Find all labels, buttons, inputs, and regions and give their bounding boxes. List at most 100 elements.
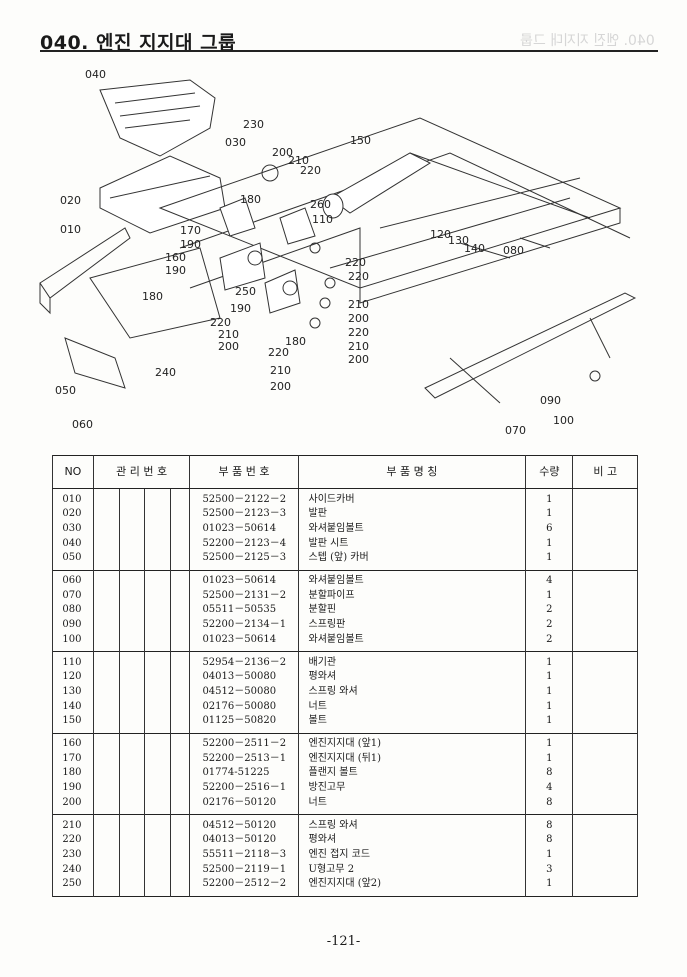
cell-part-name: 배기관 [297, 655, 527, 671]
cell-part-number: 52200－2123－4 [189, 536, 299, 552]
title-rule [40, 50, 658, 52]
cell-mgmt [92, 670, 120, 685]
cell-mgmt [144, 588, 172, 604]
parts-list-table: NO 관 리 번 호 부 품 번 호 부 품 명 칭 수량 비 고 010 525… [52, 455, 638, 897]
cell-part-name: 엔진 접지 코드 [297, 847, 527, 863]
cell-no: 140 [52, 699, 94, 715]
svg-text:160: 160 [165, 251, 186, 264]
cell-mgmt [92, 492, 120, 508]
svg-text:210: 210 [348, 298, 369, 311]
cell-part-number: 01774-51225 [189, 766, 299, 782]
header-remarks: 비 고 [572, 455, 638, 489]
svg-text:060: 060 [72, 418, 93, 431]
cell-quantity: 8 [525, 766, 574, 782]
svg-text:220: 220 [345, 256, 366, 269]
cell-part-name: 발판 시트 [297, 536, 527, 552]
cell-part-number: 52500－2122－2 [189, 492, 299, 508]
cell-no: 080 [52, 603, 94, 619]
cell-quantity: 8 [525, 833, 574, 848]
cell-mgmt [170, 699, 191, 715]
svg-text:200: 200 [348, 353, 369, 366]
cell-quantity: 2 [525, 618, 574, 633]
cell-mgmt [92, 699, 120, 715]
cell-no: 010 [52, 492, 94, 508]
cell-mgmt [170, 818, 191, 834]
cell-mgmt [144, 632, 172, 648]
group-spacer [52, 732, 638, 738]
cell-no: 250 [52, 877, 94, 893]
cell-mgmt [118, 684, 146, 700]
svg-text:250: 250 [235, 285, 256, 298]
cell-mgmt [118, 862, 146, 878]
svg-text:090: 090 [540, 394, 561, 407]
cell-mgmt [92, 847, 120, 863]
svg-text:100: 100 [553, 414, 574, 427]
cell-no: 060 [52, 574, 94, 589]
cell-no: 090 [52, 618, 94, 633]
cell-mgmt [118, 877, 146, 893]
cell-part-name: 엔진지지대 (앞2) [297, 877, 527, 893]
group-spacer [52, 647, 638, 652]
cell-mgmt [92, 818, 120, 834]
svg-text:210: 210 [218, 328, 239, 341]
cell-remarks [572, 781, 638, 796]
cell-quantity: 1 [525, 670, 574, 685]
cell-mgmt [144, 714, 172, 730]
cell-quantity: 8 [525, 795, 574, 811]
cell-quantity: 2 [525, 632, 574, 648]
cell-remarks [572, 714, 638, 730]
cell-part-name: 너트 [297, 699, 527, 715]
cell-part-name: 평와셔 [297, 833, 527, 848]
cell-part-number: 04512－50080 [189, 684, 299, 700]
group-spacer [52, 892, 638, 897]
cell-mgmt [170, 795, 191, 811]
cell-remarks [572, 574, 638, 589]
cell-mgmt [118, 603, 146, 619]
cell-mgmt [170, 781, 191, 796]
cell-remarks [572, 847, 638, 863]
svg-text:260: 260 [310, 198, 331, 211]
cell-mgmt [144, 862, 172, 878]
cell-quantity: 1 [525, 536, 574, 552]
cell-no: 200 [52, 795, 94, 811]
cell-remarks [572, 521, 638, 537]
cell-mgmt [92, 551, 120, 567]
cell-part-number: 04013－50080 [189, 670, 299, 685]
cell-mgmt [170, 847, 191, 863]
cell-no: 040 [52, 536, 94, 552]
cell-mgmt [118, 492, 146, 508]
header-quantity: 수량 [525, 455, 574, 489]
cell-mgmt [92, 521, 120, 537]
cell-quantity: 1 [525, 751, 574, 767]
cell-quantity: 2 [525, 603, 574, 619]
cell-mgmt [92, 877, 120, 893]
cell-quantity: 1 [525, 507, 574, 522]
cell-mgmt [118, 670, 146, 685]
svg-text:150: 150 [350, 134, 371, 147]
cell-mgmt [170, 603, 191, 619]
cell-part-number: 52500－2123－3 [189, 507, 299, 522]
cell-remarks [572, 632, 638, 648]
cell-part-number: 01023－50614 [189, 521, 299, 537]
cell-remarks [572, 551, 638, 567]
cell-mgmt [92, 603, 120, 619]
cell-part-number: 52500－2119－1 [189, 862, 299, 878]
cell-mgmt [144, 781, 172, 796]
svg-text:190: 190 [230, 302, 251, 315]
cell-no: 110 [52, 655, 94, 671]
cell-quantity: 4 [525, 781, 574, 796]
table-header-row: NO 관 리 번 호 부 품 번 호 부 품 명 칭 수량 비 고 [52, 455, 638, 489]
header-no: NO [52, 455, 94, 489]
cell-part-name: U형고무 2 [297, 862, 527, 878]
cell-mgmt [92, 507, 120, 522]
